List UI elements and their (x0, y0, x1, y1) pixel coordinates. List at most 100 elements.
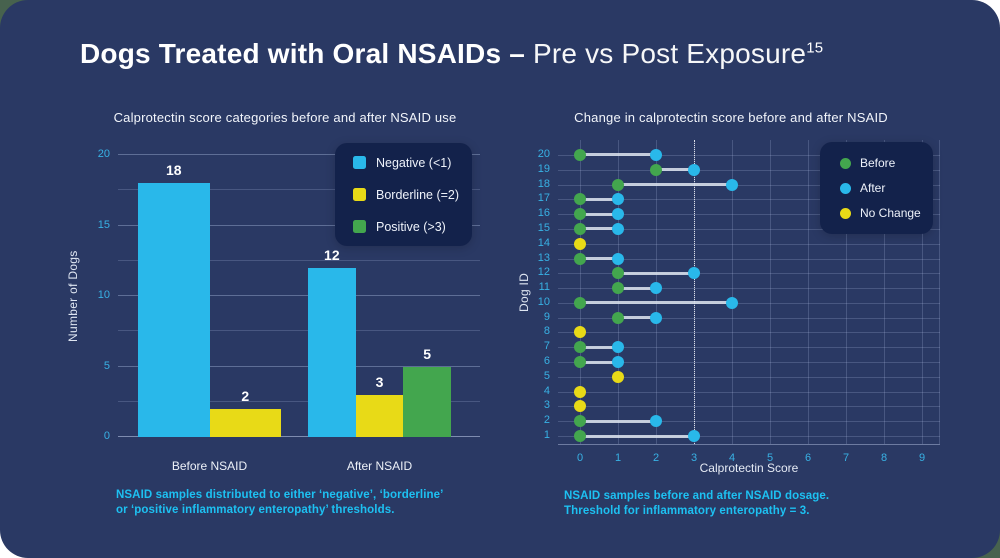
dot-before (574, 415, 586, 428)
dot-before (612, 282, 624, 295)
legend-label: Negative (<1) (376, 155, 452, 170)
dot-before (574, 341, 586, 354)
page-title-bold: Dogs Treated with Oral NSAIDs – (80, 38, 533, 69)
dot-chart-caption-line-2: Threshold for inflammatory enteropathy =… (564, 505, 810, 517)
y-tick-label: 11 (538, 281, 550, 294)
dot-chart-title: Change in calprotectin score before and … (574, 110, 888, 125)
legend-item: Before (840, 156, 933, 170)
dot-before (574, 148, 586, 161)
gridline (558, 347, 940, 349)
dot-after (612, 222, 624, 235)
connector-line (580, 301, 732, 305)
connector-line (580, 153, 656, 157)
gridline (118, 259, 480, 261)
bar (308, 267, 356, 437)
dot-no-change (574, 400, 586, 413)
gridline (558, 243, 940, 245)
y-tick-label: 0 (103, 430, 110, 442)
page-title-superscript: 15 (806, 39, 824, 57)
dot-before (574, 430, 586, 442)
gridline (558, 184, 940, 186)
gridline (939, 140, 940, 444)
y-tick-label: 8 (543, 325, 550, 338)
bar-chart-legend: Negative (<1)Borderline (=2)Positive (>3… (335, 143, 472, 246)
y-tick-label: 10 (537, 295, 550, 308)
bar (355, 394, 404, 437)
legend-swatch (840, 157, 851, 169)
y-tick-label: 5 (103, 359, 110, 372)
dot-after (612, 341, 624, 354)
x-tick-label: 3 (690, 452, 698, 464)
dot-no-change (612, 370, 624, 383)
gridline (558, 302, 940, 304)
gridline (580, 140, 581, 444)
connector-line (618, 316, 656, 320)
bar-category-label-after: After NSAID (346, 459, 413, 473)
gridline (558, 317, 940, 319)
bar-value-label: 2 (241, 387, 250, 404)
dot-after (650, 148, 662, 161)
bar-value-label: 18 (165, 162, 182, 179)
dot-before (574, 296, 586, 309)
y-tick-label: 9 (543, 310, 550, 323)
connector-line (618, 286, 656, 290)
dot-after (650, 415, 662, 428)
x-tick-label: 0 (576, 452, 584, 464)
dot-before (574, 222, 586, 235)
dot-before (612, 178, 624, 191)
dot-before (574, 252, 586, 265)
x-tick-label: 2 (652, 452, 660, 464)
gridline (558, 288, 940, 290)
gridline (558, 154, 940, 156)
bar (403, 366, 451, 437)
gridline (558, 362, 940, 364)
dot-before (612, 267, 624, 280)
bar-value-label: 12 (324, 246, 340, 263)
legend-swatch (840, 182, 851, 194)
connector-line (580, 212, 618, 216)
bar-chart-caption: NSAID samples distributed to either ‘neg… (116, 488, 443, 518)
dot-no-change (574, 326, 586, 339)
y-tick-label: 13 (537, 251, 550, 264)
dot-after (688, 267, 700, 280)
connector-line (580, 360, 618, 364)
dot-after (612, 356, 624, 369)
bar-chart-title: Calprotectin score categories before and… (113, 110, 457, 125)
dot-after (612, 208, 624, 221)
legend-item: No Change (840, 206, 933, 220)
x-tick-label: 5 (766, 452, 774, 464)
legend-swatch (353, 220, 366, 233)
gridline (558, 376, 940, 378)
y-tick-label: 15 (537, 221, 550, 234)
x-tick-label: 6 (804, 452, 812, 464)
gridline (558, 273, 940, 275)
bar-chart-caption-line-2: or ‘positive inflammatory enteropathy’ t… (116, 504, 395, 516)
y-tick-label: 3 (543, 399, 550, 412)
legend-label: Borderline (=2) (376, 187, 460, 202)
connector-line (580, 434, 694, 438)
y-tick-label: 2 (543, 414, 550, 427)
dot-after (650, 311, 662, 324)
dot-before (574, 193, 586, 206)
y-tick-label: 7 (543, 340, 550, 353)
gridline (118, 189, 480, 191)
dot-chart-caption-line-1: NSAID samples before and after NSAID dos… (564, 490, 830, 502)
legend-item: Negative (<1) (353, 156, 472, 170)
dot-before (650, 163, 662, 176)
y-tick-label: 17 (537, 192, 550, 205)
y-tick-label: 10 (97, 289, 110, 301)
gridline (558, 214, 940, 216)
y-tick-label: 20 (97, 148, 110, 160)
gridline (922, 140, 923, 444)
dot-after (612, 252, 624, 265)
y-tick-label: 20 (537, 147, 550, 160)
dot-after (726, 296, 738, 309)
y-tick-label: 18 (537, 177, 550, 190)
y-tick-label: 5 (543, 369, 550, 382)
connector-line (580, 197, 618, 201)
bar (209, 408, 281, 437)
